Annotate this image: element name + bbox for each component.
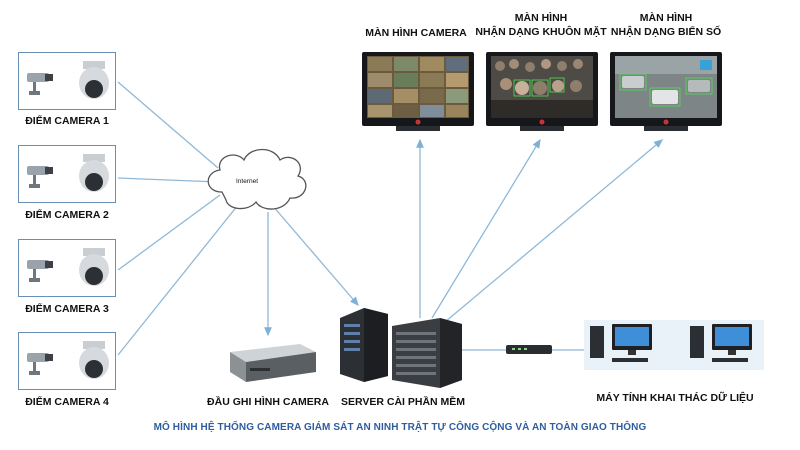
line-server-monitor2 xyxy=(431,138,541,319)
workstation-1 xyxy=(590,324,652,362)
line-camera2-cloud xyxy=(117,177,219,183)
monitor-plate-recognition xyxy=(610,52,722,131)
line-camera3-cloud xyxy=(117,194,221,271)
camera-icon xyxy=(27,154,109,192)
server-label: SERVER CÀI PHẦN MỀM xyxy=(340,396,466,408)
line-server-monitor3 xyxy=(444,139,663,323)
monitor-camera xyxy=(362,52,474,131)
camera-icon xyxy=(27,248,109,286)
monitor-title-plate-line1: MÀN HÌNH xyxy=(639,12,693,24)
line-camera4-cloud xyxy=(117,204,239,356)
camera-point-3 xyxy=(18,239,116,297)
monitor-title-face-line2: NHẬN DẠNG KHUÔN MẶT xyxy=(475,26,607,38)
camera-point-2 xyxy=(18,145,116,203)
monitor-title-plate-line2: NHẬN DẠNG BIỂN SỐ xyxy=(610,26,722,38)
camera-icon xyxy=(27,61,109,99)
camera-label: ĐIỂM CAMERA 1 xyxy=(25,115,109,127)
recorder-label: ĐẦU GHI HÌNH CAMERA xyxy=(207,396,329,408)
workstations-label: MÁY TÍNH KHAI THÁC DỮ LIỆU xyxy=(596,392,754,404)
monitor-title-camera: MÀN HÌNH CAMERA xyxy=(365,27,467,39)
workstation-2 xyxy=(690,324,752,362)
camera-point-1 xyxy=(18,52,116,110)
camera-point-4 xyxy=(18,332,116,390)
monitor-title-face-line1: MÀN HÌNH xyxy=(514,12,568,24)
line-camera1-cloud xyxy=(117,81,219,169)
diagram-caption: MÔ HÌNH HỆ THỐNG CAMERA GIÁM SÁT AN NINH… xyxy=(153,422,647,433)
monitor-face-recognition xyxy=(486,52,598,131)
camera-label: ĐIỂM CAMERA 4 xyxy=(25,396,109,408)
line-cloud-server xyxy=(271,204,359,306)
camera-icon xyxy=(27,341,109,379)
internet-label: Internet xyxy=(236,178,259,185)
camera-label: ĐIỂM CAMERA 2 xyxy=(25,209,109,221)
camera-label: ĐIỂM CAMERA 3 xyxy=(25,303,109,315)
